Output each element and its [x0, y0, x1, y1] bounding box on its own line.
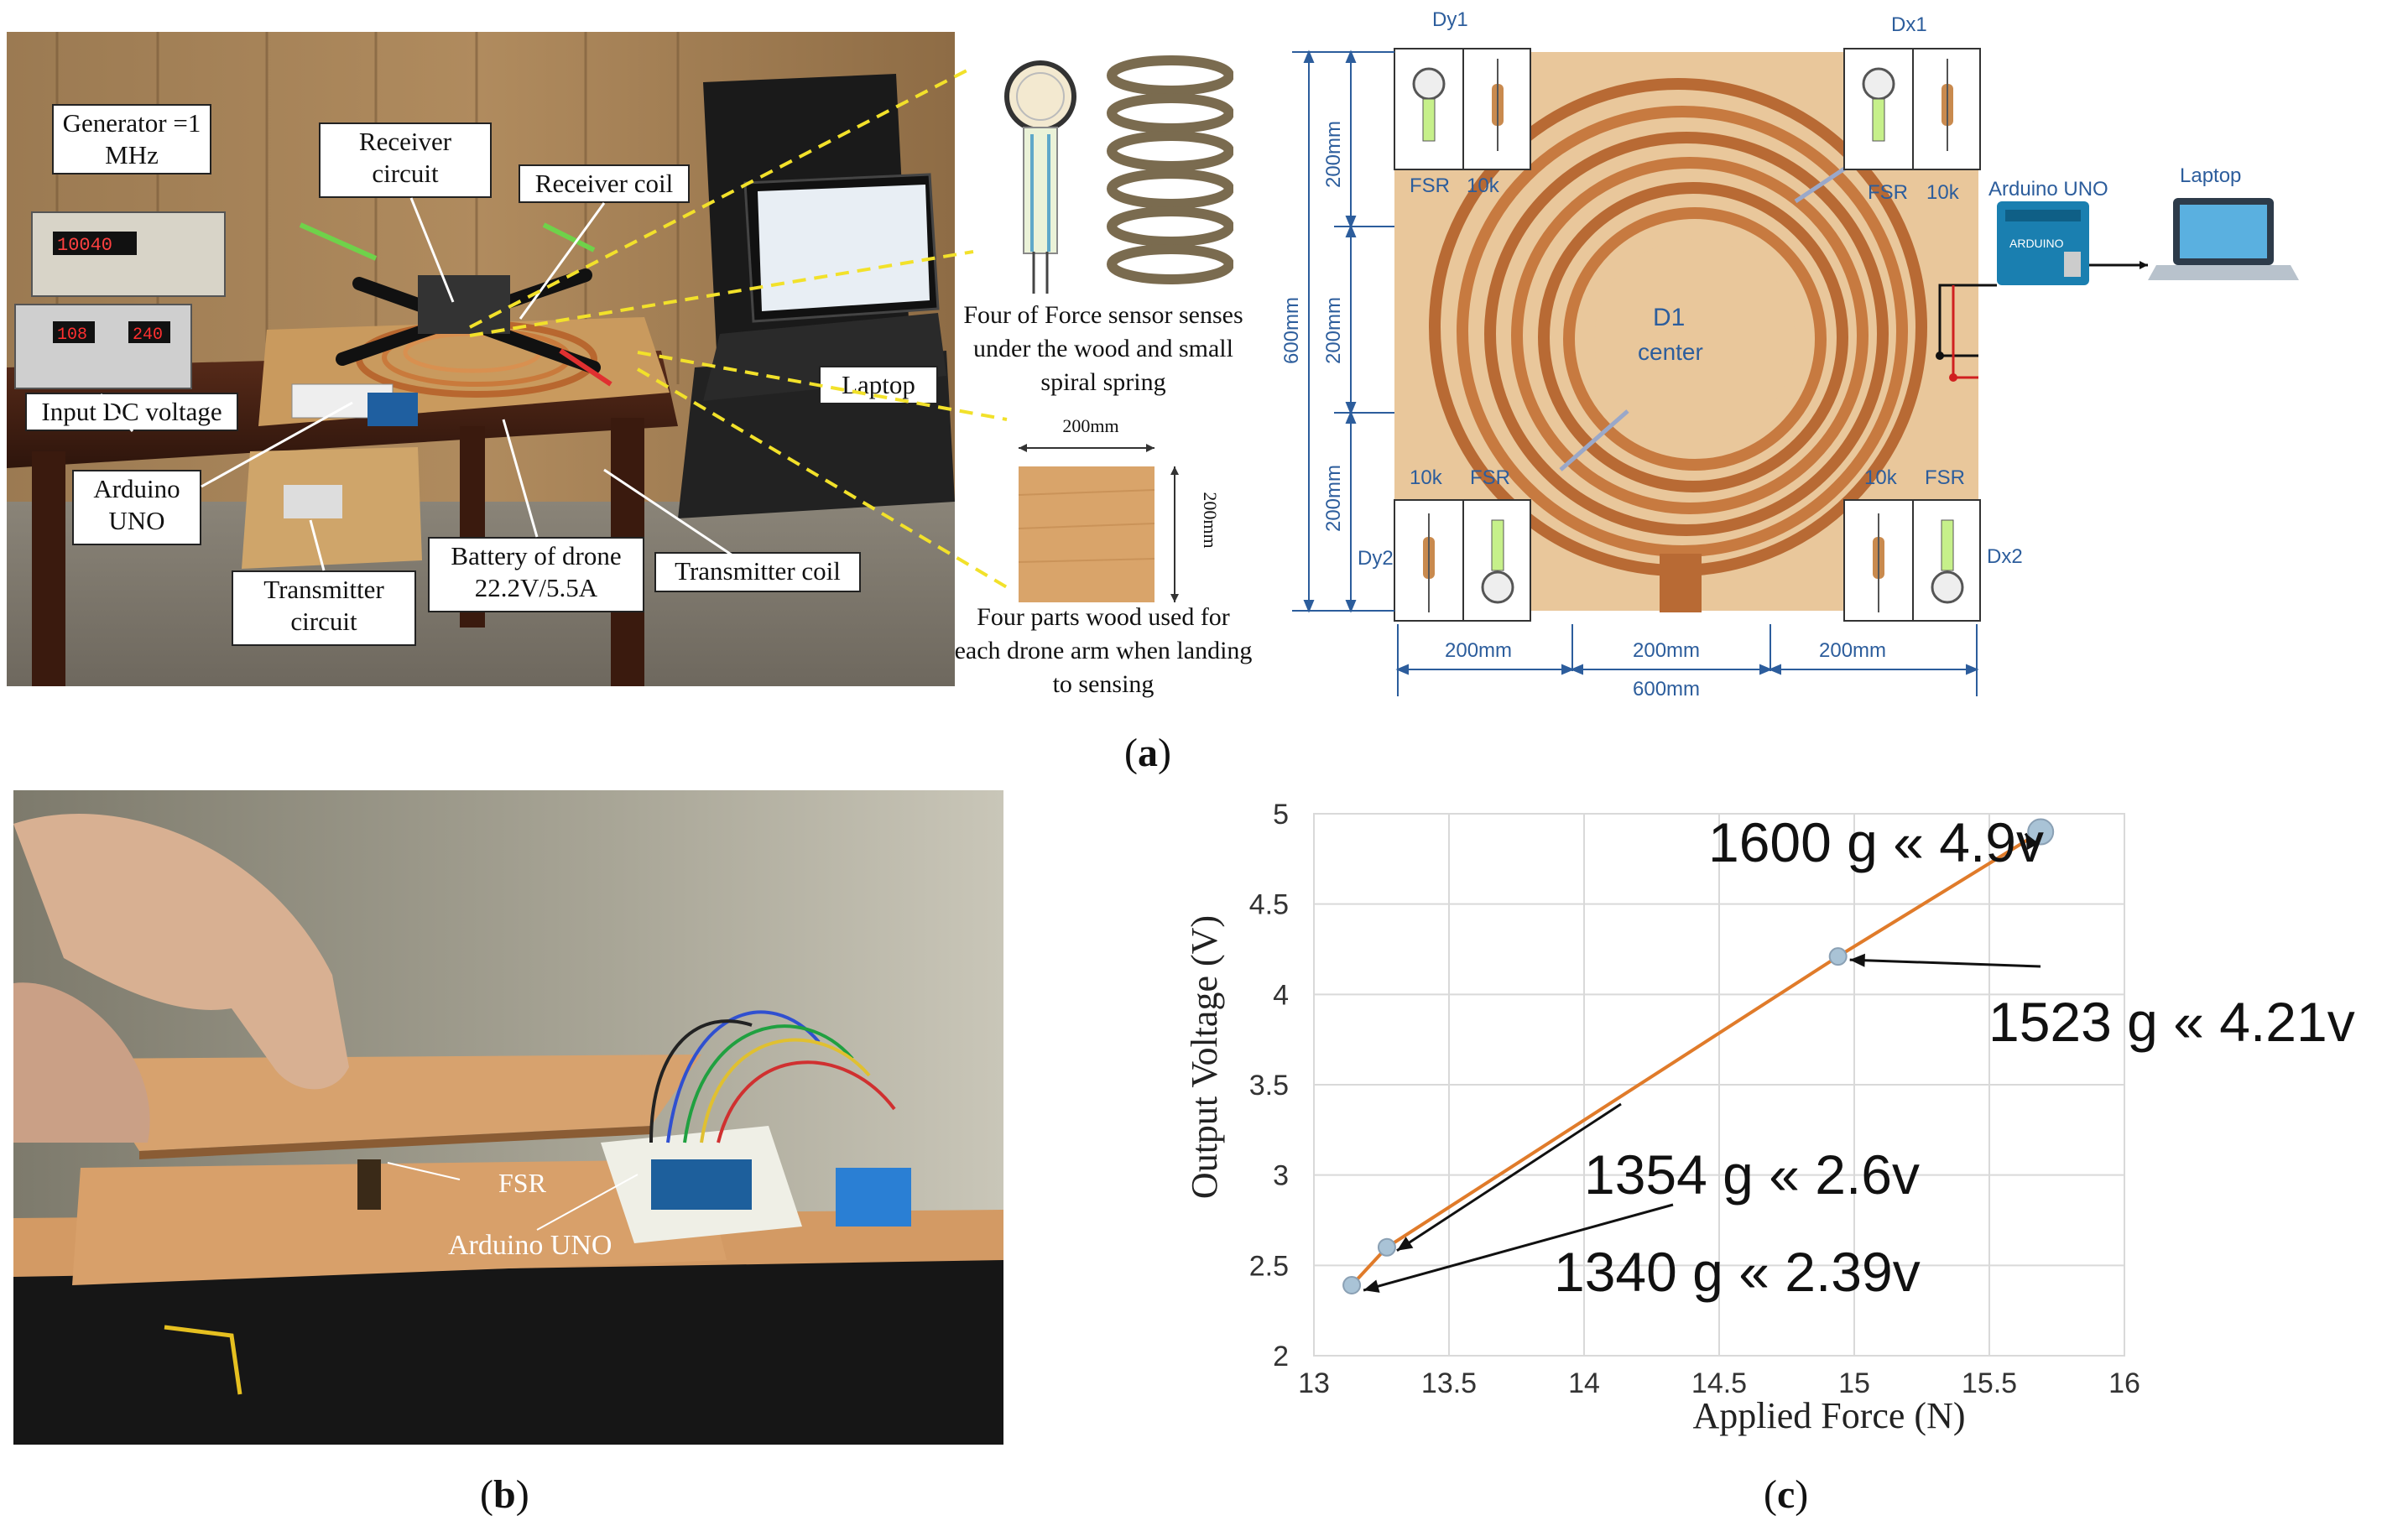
x-tick-label: 15.5	[1962, 1367, 2017, 1399]
dim-600-horizontal: 600mm	[1633, 678, 1701, 701]
annotation-arrow-head	[1396, 1237, 1414, 1251]
series-line	[1350, 830, 2042, 1287]
panel-a-leaders	[99, 65, 1009, 589]
generator-label: Generator =1 MHz	[52, 104, 211, 174]
r10k-label-dx1: 10k	[1926, 181, 1959, 204]
dy1-label: Dy1	[1432, 8, 1468, 31]
wood-square-illustration	[1018, 444, 1179, 602]
y-tick-label: 2.5	[1249, 1250, 1289, 1282]
wood-dim-top: 200mm	[1062, 415, 1119, 436]
r10k-label-dy2: 10k	[1410, 466, 1442, 489]
annotation-arrow-head	[1849, 953, 1865, 967]
fsr-sensor-icon	[1004, 60, 1076, 294]
arduino-board-icon: ARDUINO	[1997, 201, 2089, 285]
force-voltage-chart: 13 13.5 14 14.5 15 15.5 16 2 2.5 3 3.5 4 4.5 5 Appli…	[1184, 799, 2140, 1436]
laptop-photo-label: Laptop	[819, 366, 938, 404]
y-tick-label: 4.5	[1249, 889, 1289, 921]
caption-a-letter: a	[1137, 731, 1158, 775]
r10k-label-dx2: 10k	[1864, 466, 1897, 489]
dx1-label: Dx1	[1891, 13, 1927, 36]
y-axis-label: Output Voltage (V)	[1184, 915, 1225, 1199]
receiver-coil-label: Receiver coil	[519, 164, 690, 203]
dim-200-h2: 200mm	[1633, 639, 1701, 662]
receiver-circuit-label: Receiver circuit	[319, 122, 492, 198]
caption-b: (b)	[480, 1472, 529, 1517]
d1-label: D1	[1653, 304, 1686, 331]
dim-200-h1: 200mm	[1445, 639, 1513, 662]
data-point	[2027, 818, 2055, 846]
fsr-and-spring-illustration	[1004, 55, 1233, 294]
dim-200-h3: 200mm	[1819, 639, 1887, 662]
dx2-label: Dx2	[1987, 545, 2023, 568]
data-point	[1377, 1237, 1396, 1257]
annotation-arrow-line	[1363, 1203, 1674, 1292]
x-tick-label: 14	[1568, 1367, 1600, 1399]
annotation-arrow-line	[1849, 958, 2041, 968]
sensor-description: Four of Force sensor senses under the wo…	[963, 301, 1243, 396]
x-tick-labels: 13 13.5 14 14.5 15 15.5 16	[1298, 1367, 2140, 1399]
arduino-diagram-label: Arduino UNO	[1988, 178, 2108, 201]
annotation-1600: 1600 g « 4.9v	[1708, 811, 2044, 873]
arduino-board-text: ARDUINO	[2009, 237, 2064, 250]
sensor-box-dy1	[1394, 48, 1531, 170]
y-tick-labels: 2 2.5 3 3.5 4 4.5 5	[1249, 799, 1289, 1372]
fsr-label-dy1: FSR	[1410, 174, 1450, 197]
data-point	[1342, 1276, 1362, 1295]
caption-a: (a)	[1124, 731, 1171, 775]
laptop-icon	[2148, 198, 2299, 280]
generator-display: 10040	[57, 235, 112, 256]
caption-c-letter: c	[1776, 1472, 1796, 1517]
dy2-label: Dy2	[1358, 547, 1394, 570]
x-tick-label: 15	[1838, 1367, 1870, 1399]
transmitter-coil-label: Transmitter coil	[654, 552, 861, 592]
psu-display-left: 108	[57, 326, 87, 345]
arduino-photo-label: Arduino UNO	[72, 470, 201, 545]
x-tick-label: 13	[1298, 1367, 1330, 1399]
fsr-label-dy2: FSR	[1470, 466, 1510, 489]
y-tick-label: 4	[1273, 979, 1289, 1011]
x-tick-label: 14.5	[1691, 1367, 1747, 1399]
y-tick-label: 3	[1273, 1160, 1289, 1192]
annotation-arrows	[1363, 832, 2041, 1293]
fsr-label-dx1: FSR	[1868, 181, 1908, 204]
fsr-test-photo	[13, 790, 1003, 1445]
y-tick-label: 2	[1273, 1341, 1289, 1372]
annotation-arrow-line	[1396, 1102, 1622, 1253]
fsr-photo-label: FSR	[498, 1168, 546, 1198]
chart-grid	[1313, 813, 2125, 1357]
caption-c: (c)	[1764, 1472, 1809, 1517]
spring-icon	[1107, 55, 1233, 284]
laptop-diagram-label: Laptop	[2180, 164, 2242, 187]
x-tick-label: 13.5	[1421, 1367, 1477, 1399]
arduino-photo-label-b: Arduino UNO	[448, 1230, 612, 1261]
sensor-box-dx1	[1843, 48, 1981, 170]
data-point	[1828, 947, 1848, 966]
annotation-arrow-head	[2025, 833, 2039, 851]
psu-display-right: 240	[133, 326, 163, 345]
battery-label: Battery of drone 22.2V/5.5A	[428, 537, 644, 612]
y-tick-label: 5	[1273, 799, 1289, 831]
caption-b-letter: b	[493, 1472, 516, 1517]
transmitter-circuit-label: Transmitter circuit	[232, 570, 416, 646]
input-dc-label: Input DC voltage	[25, 393, 238, 431]
annotation-arrow-head	[1363, 1279, 1380, 1293]
annotation-1523: 1523 g « 4.21v	[1988, 991, 2355, 1053]
wood-description: Four parts wood used for each drone arm …	[954, 603, 1253, 698]
sensor-box-dy2	[1394, 499, 1531, 622]
series-markers	[1342, 818, 2055, 1295]
sensor-layout-diagram: ARDUINO	[1292, 48, 2299, 696]
center-label: center	[1638, 339, 1703, 365]
annotation-1354: 1354 g « 2.6v	[1584, 1143, 1920, 1206]
x-tick-label: 16	[2108, 1367, 2140, 1399]
y-tick-label: 3.5	[1249, 1070, 1289, 1102]
x-axis-label: Applied Force (N)	[1692, 1395, 1965, 1436]
r10k-label-dy1: 10k	[1467, 174, 1499, 197]
fsr-label-dx2: FSR	[1925, 466, 1965, 489]
fsr-test-scene	[13, 790, 1003, 1445]
annotation-1340: 1340 g « 2.39v	[1554, 1241, 1921, 1303]
sensor-box-dx2	[1843, 499, 1981, 622]
plot-frame	[1313, 813, 2125, 1357]
